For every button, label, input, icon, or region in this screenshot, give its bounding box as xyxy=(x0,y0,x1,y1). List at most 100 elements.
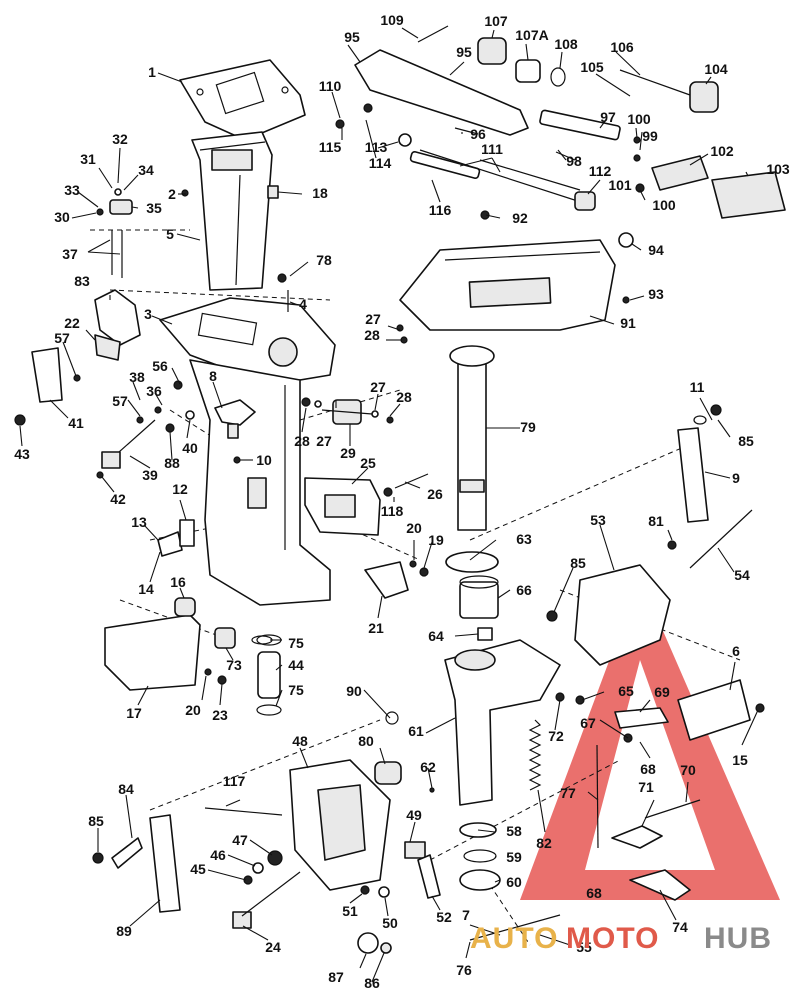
callout-47: 47 xyxy=(232,832,248,848)
callout-83: 83 xyxy=(74,273,90,289)
callout-2: 2 xyxy=(168,186,176,202)
callout-97: 97 xyxy=(600,109,616,125)
callout-114: 114 xyxy=(369,155,392,171)
callout-58: 58 xyxy=(506,823,522,839)
callout-57b: 57 xyxy=(112,393,128,409)
part-86-nut xyxy=(380,942,392,954)
part-44-tube xyxy=(256,634,282,716)
callout-85b: 85 xyxy=(738,433,754,449)
part-49-bracket xyxy=(404,841,441,899)
callout-62: 62 xyxy=(420,759,436,775)
callout-98: 98 xyxy=(566,153,582,169)
part-87-washer xyxy=(357,932,379,954)
callout-79: 79 xyxy=(520,419,536,435)
callout-90: 90 xyxy=(346,683,362,699)
callout-15: 15 xyxy=(732,752,748,768)
callout-31: 31 xyxy=(80,151,96,167)
callout-26: 26 xyxy=(427,486,443,502)
part-69-lever xyxy=(614,707,669,729)
callout-107: 107 xyxy=(484,13,508,29)
part-84-link xyxy=(111,837,143,869)
watermark-moto: MOTO xyxy=(566,922,659,955)
part-82-spring xyxy=(528,719,542,791)
callout-29: 29 xyxy=(340,445,356,461)
callout-108: 108 xyxy=(554,36,578,52)
callout-116: 116 xyxy=(429,202,452,218)
part-116-shaft xyxy=(409,150,481,180)
callout-6: 6 xyxy=(732,643,740,659)
callout-10: 10 xyxy=(256,452,272,468)
part-107a-bushing xyxy=(515,59,541,83)
part-73-bushing xyxy=(214,627,236,649)
callout-117: 117 xyxy=(223,773,246,789)
callout-3: 3 xyxy=(144,306,152,322)
callout-11: 11 xyxy=(690,379,705,395)
callout-20a: 20 xyxy=(185,702,201,718)
callout-55: 55 xyxy=(576,939,592,955)
callout-95a: 95 xyxy=(344,29,360,45)
callout-14: 14 xyxy=(138,581,154,597)
callout-1: 1 xyxy=(148,64,156,80)
callout-8: 8 xyxy=(209,368,217,384)
part-8-bracket xyxy=(214,399,256,439)
callout-37: 37 xyxy=(62,246,78,262)
callout-53: 53 xyxy=(590,512,606,528)
callout-77: 77 xyxy=(560,785,576,801)
callout-73: 73 xyxy=(226,657,242,673)
part-111-cable xyxy=(419,149,591,206)
callout-81: 81 xyxy=(648,513,664,529)
callout-40: 40 xyxy=(182,440,198,456)
callout-43: 43 xyxy=(14,446,30,462)
callout-91: 91 xyxy=(620,315,636,331)
callout-101: 101 xyxy=(608,177,632,193)
callout-12: 12 xyxy=(172,481,188,497)
part-9-plate xyxy=(677,427,709,523)
part-3-adapter-plate xyxy=(159,297,336,386)
part-61-housing xyxy=(444,639,561,806)
part-24-bracket xyxy=(232,871,301,929)
callout-19: 19 xyxy=(428,532,444,548)
callout-34: 34 xyxy=(138,162,154,178)
callout-72: 72 xyxy=(548,728,564,744)
callout-41: 41 xyxy=(68,415,84,431)
callout-82: 82 xyxy=(536,835,552,851)
callout-17: 17 xyxy=(126,705,142,721)
watermark-text: AUTO MOTO HUB xyxy=(470,922,772,955)
callout-70: 70 xyxy=(680,762,696,778)
callout-88: 88 xyxy=(164,455,180,471)
callout-45: 45 xyxy=(190,861,206,877)
callout-labels: 1 2 3 4 5 6 7 8 9 10 11 12 13 14 15 16 1… xyxy=(14,12,790,991)
callout-100a: 100 xyxy=(627,111,651,127)
callout-78: 78 xyxy=(316,252,332,268)
callout-16: 16 xyxy=(170,574,186,590)
callout-49: 49 xyxy=(406,807,422,823)
part-77-rod xyxy=(596,744,599,849)
callout-86: 86 xyxy=(364,975,380,991)
callout-57a: 57 xyxy=(54,330,70,346)
callout-23: 23 xyxy=(212,707,228,723)
callout-105: 105 xyxy=(580,59,604,75)
callout-110: 110 xyxy=(319,78,342,94)
callout-65: 65 xyxy=(618,683,634,699)
callout-68a: 68 xyxy=(640,761,656,777)
callout-33: 33 xyxy=(64,182,80,198)
part-7-rod xyxy=(469,914,561,941)
callout-92: 92 xyxy=(512,210,528,226)
callout-13: 13 xyxy=(131,514,147,530)
callout-96: 96 xyxy=(470,126,486,142)
callout-95b: 95 xyxy=(456,44,472,60)
callout-99: 99 xyxy=(642,128,658,144)
callout-67: 67 xyxy=(580,715,596,731)
part-25-plate xyxy=(304,477,381,536)
callout-66: 66 xyxy=(516,582,532,598)
watermark-hub: HUB xyxy=(704,922,772,955)
callout-36: 36 xyxy=(146,383,162,399)
part-60-ring xyxy=(459,869,501,891)
callout-51: 51 xyxy=(342,903,358,919)
part-90-spring xyxy=(385,711,399,725)
callout-39: 39 xyxy=(142,467,158,483)
callout-85c: 85 xyxy=(570,555,586,571)
part-95-tiller-arm xyxy=(354,49,529,136)
callout-30: 30 xyxy=(54,209,70,225)
part-53-bracket xyxy=(574,564,671,666)
